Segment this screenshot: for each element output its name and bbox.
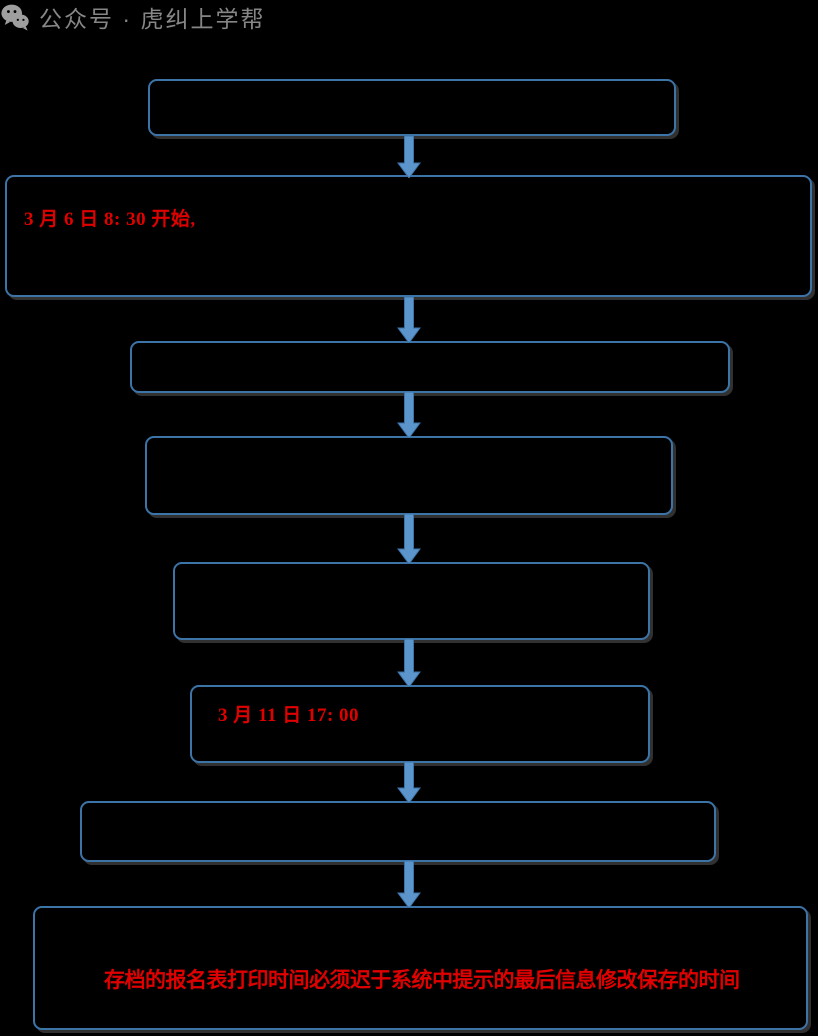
flow-node-1 bbox=[148, 79, 676, 136]
flow-arrow-2 bbox=[396, 297, 422, 343]
flow-node-7 bbox=[80, 801, 716, 862]
flow-node-8-label: 存档的报名表打印时间必须迟于系统中提示的最后信息修改保存的时间 bbox=[104, 968, 740, 992]
flow-arrow-3 bbox=[396, 392, 422, 438]
flow-node-6 bbox=[190, 685, 650, 763]
flow-node-4 bbox=[145, 436, 673, 515]
flow-arrow-1 bbox=[396, 136, 422, 178]
flow-node-6-label: 3 月 11 日 17: 00 bbox=[218, 705, 360, 726]
watermark: 公众号 · 虎纠上学帮 bbox=[0, 0, 265, 34]
flow-node-2 bbox=[5, 175, 812, 297]
flow-arrow-4 bbox=[396, 514, 422, 564]
flow-node-2-label: 3 月 6 日 8: 30 开始, bbox=[24, 209, 196, 230]
flow-arrow-7 bbox=[396, 861, 422, 908]
watermark-text: 公众号 · 虎纠上学帮 bbox=[39, 6, 266, 32]
flow-node-3 bbox=[130, 341, 730, 393]
flow-arrow-6 bbox=[396, 762, 422, 803]
flow-node-5 bbox=[173, 562, 650, 640]
flow-node-8 bbox=[33, 906, 808, 1030]
wechat-icon bbox=[0, 2, 30, 32]
flow-arrow-5 bbox=[396, 639, 422, 687]
